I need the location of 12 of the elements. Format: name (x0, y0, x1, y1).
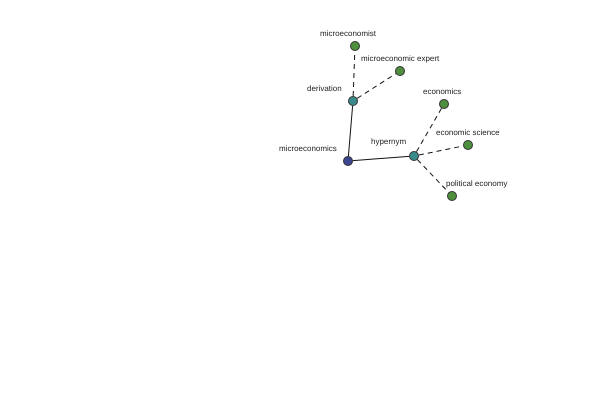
node-label: economics (423, 87, 462, 96)
dashed-connector (356, 73, 396, 99)
node-label: microeconomic expert (361, 54, 440, 63)
node-label: political economy (446, 179, 508, 188)
node-label: hypernym (371, 137, 406, 146)
node-label: economic science (436, 128, 500, 137)
connector-line (348, 105, 354, 157)
node-label: derivation (307, 84, 342, 93)
connector-line (352, 156, 410, 162)
node-label: microeconomics (279, 144, 337, 153)
node-label: microeconomist (320, 29, 376, 38)
dashed-connector (416, 108, 442, 152)
